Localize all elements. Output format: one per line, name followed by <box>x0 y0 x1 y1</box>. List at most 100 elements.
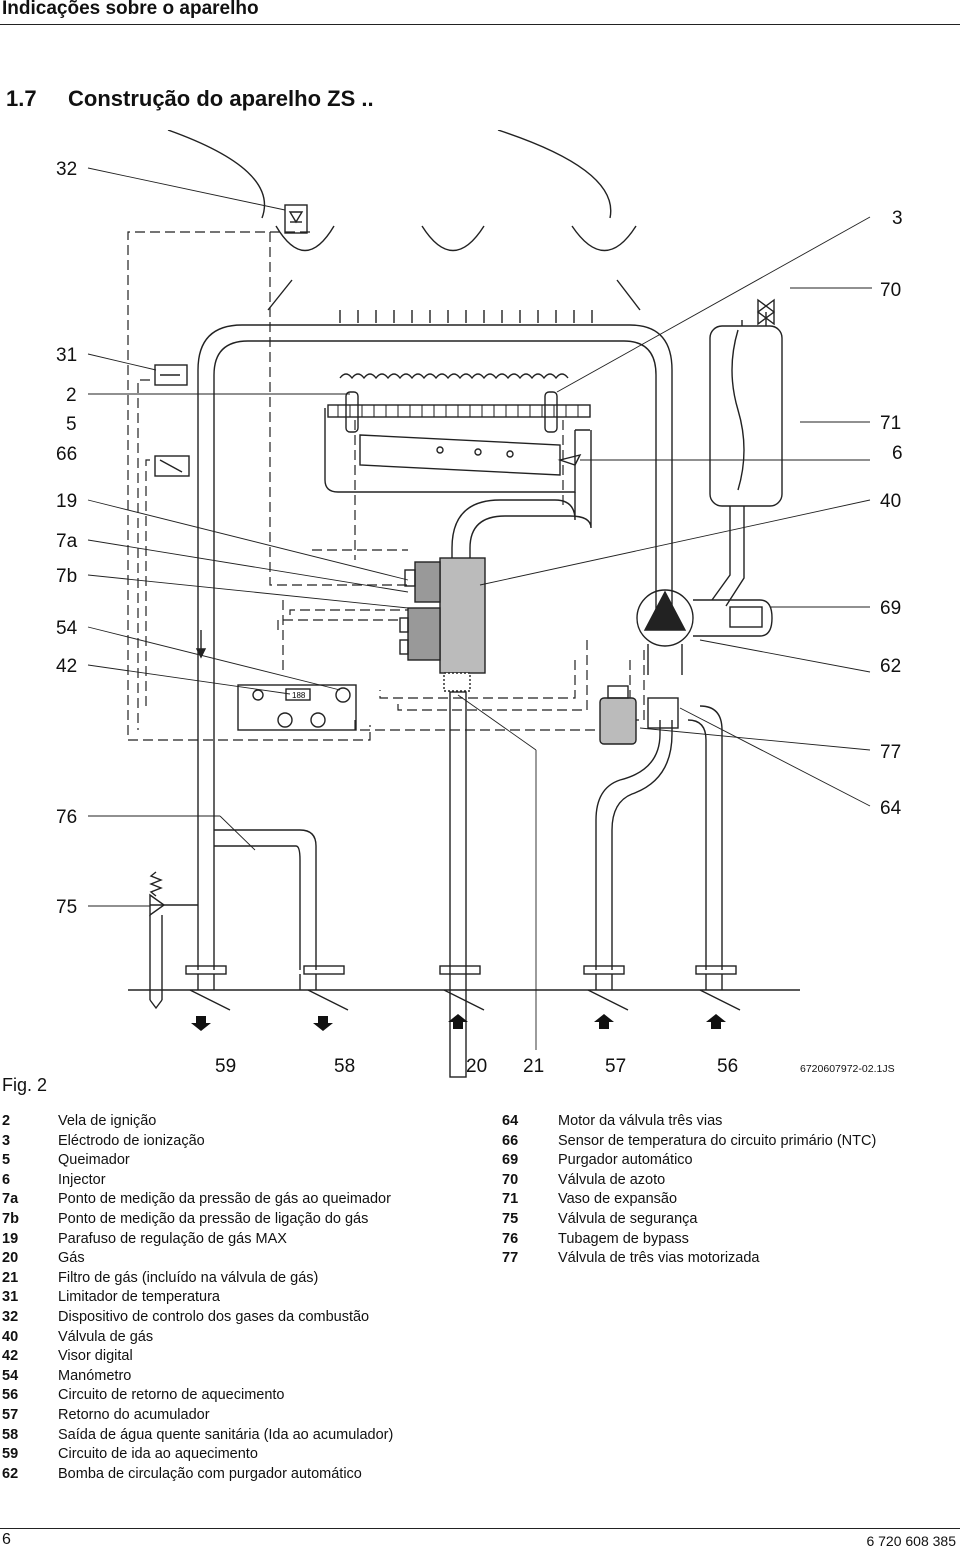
legend-text: Bomba de circulação com purgador automát… <box>58 1465 362 1482</box>
hood-arc-3 <box>571 225 637 252</box>
callout-6: 6 <box>892 443 903 464</box>
callout-62: 62 <box>880 656 901 677</box>
legend-key: 32 <box>2 1308 19 1325</box>
callout-69: 69 <box>880 598 901 619</box>
callout-56: 56 <box>717 1056 738 1077</box>
callout-7a: 7a <box>56 531 78 552</box>
return-pipe-56 <box>687 705 723 970</box>
document-number: 6 720 608 385 <box>866 1533 956 1549</box>
digital-display-value: 188 <box>292 691 306 700</box>
callout-42: 42 <box>56 656 77 677</box>
legend-key: 70 <box>502 1171 519 1188</box>
circulation-pump <box>636 589 694 647</box>
legend-row: 20 Gás <box>2 1249 393 1269</box>
section-number: 1.7 <box>6 86 37 111</box>
legend-key: 42 <box>2 1348 19 1365</box>
legend-text: Ponto de medição da pressão de ligação d… <box>58 1210 369 1227</box>
legend-text: Sensor de temperatura do circuito primár… <box>558 1132 877 1149</box>
control-panel <box>237 684 357 731</box>
callout-21: 21 <box>523 1056 544 1077</box>
legend-key: 5 <box>2 1152 11 1169</box>
legend-key: 64 <box>502 1113 519 1129</box>
legend-text: Dispositivo de controlo dos gases da com… <box>58 1308 370 1325</box>
legend-text: Gás <box>58 1250 85 1267</box>
knob-right <box>310 712 326 728</box>
callout-66: 66 <box>56 444 77 465</box>
legend-key: 2 <box>2 1113 11 1129</box>
footer-rule <box>0 1528 960 1529</box>
gas-pipe-upper-inner <box>469 430 592 560</box>
bypass-pipe <box>214 829 317 970</box>
callout-59: 59 <box>215 1056 236 1077</box>
legend-key: 6 <box>2 1171 11 1188</box>
figure-label: Fig. 2 <box>2 1075 48 1095</box>
legend-text: Válvula de três vias motorizada <box>558 1250 760 1267</box>
callout-57: 57 <box>605 1056 626 1077</box>
legend-key: 21 <box>2 1269 19 1286</box>
legend-text: Válvula de segurança <box>558 1210 698 1227</box>
gas-valve <box>439 557 486 674</box>
legend-text: Parafuso de regulação de gás MAX <box>58 1230 287 1247</box>
callout-3: 3 <box>892 208 903 229</box>
legend-key: 20 <box>2 1250 19 1267</box>
three-way-valve-motor <box>607 685 629 699</box>
burner-manifold <box>324 408 590 493</box>
ignition-electrode <box>345 391 359 433</box>
callout-7b: 7b <box>56 566 77 587</box>
ntc-sensor <box>154 455 190 477</box>
legend-text: Tubagem de bypass <box>558 1230 689 1247</box>
manometer <box>335 687 351 703</box>
flames <box>339 373 569 380</box>
legend-key: 62 <box>2 1465 19 1482</box>
flue-sensor <box>284 204 308 234</box>
leader-lines <box>87 167 872 1050</box>
return-pipe-57 <box>595 733 673 970</box>
legend-key: 69 <box>502 1152 519 1169</box>
legend-key: 54 <box>2 1367 19 1384</box>
primary-pipe-inner <box>213 340 657 890</box>
header-rule <box>0 24 960 25</box>
callout-20: 20 <box>466 1056 487 1077</box>
legend-key: 19 <box>2 1230 19 1247</box>
gas-pipe-upper <box>451 492 576 560</box>
legend-key: 75 <box>502 1210 519 1227</box>
legend-row: 75 Válvula de segurança <box>502 1210 876 1230</box>
callout-70: 70 <box>880 280 901 301</box>
legend-key: 3 <box>2 1132 11 1149</box>
section-title: Construção do aparelho ZS .. <box>68 86 374 111</box>
legend-key: 59 <box>2 1446 19 1463</box>
header-title: Indicações sobre o aparelho <box>2 0 259 19</box>
callout-54: 54 <box>56 618 78 639</box>
callout-5: 5 <box>66 414 77 435</box>
legend-text: Retorno do acumulador <box>58 1406 210 1423</box>
callout-77: 77 <box>880 742 901 763</box>
callout-58: 58 <box>334 1056 355 1077</box>
legend-row: 70 Válvula de azoto <box>502 1171 876 1191</box>
callout-64: 64 <box>880 798 902 819</box>
ionization-electrode <box>544 391 558 433</box>
heat-exchanger-fins <box>339 310 593 323</box>
legend-key: 40 <box>2 1328 19 1345</box>
legend-row: 32 Dispositivo de controlo dos gases da c… <box>2 1308 393 1328</box>
callout-2: 2 <box>66 385 77 406</box>
legend-text: Válvula de azoto <box>558 1171 666 1188</box>
callout-19: 19 <box>56 491 77 512</box>
callout-32: 32 <box>56 159 77 180</box>
flue-hood-right <box>497 130 612 219</box>
